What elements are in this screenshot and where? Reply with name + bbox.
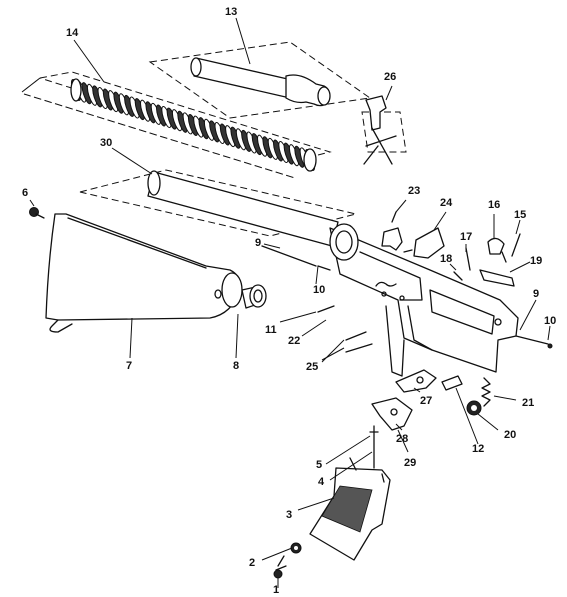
callout-23: 23 (408, 185, 420, 197)
callout-9b: 9 (533, 288, 539, 300)
callout-13: 13 (225, 6, 237, 18)
callout-9a: 9 (255, 237, 261, 249)
lever-19-part (479, 269, 515, 287)
callout-4: 4 (318, 476, 325, 488)
washer-part (290, 542, 302, 554)
callout-18: 18 (440, 253, 452, 265)
action-spring-part (21, 71, 332, 179)
callout-30: 30 (100, 137, 112, 149)
buffer-part (148, 41, 372, 119)
stock-screw-part (29, 207, 45, 219)
callout-5: 5 (316, 459, 322, 471)
callout-20: 20 (504, 429, 516, 441)
callout-6: 6 (22, 187, 28, 199)
callout-28: 28 (396, 433, 408, 445)
stock-part (45, 213, 243, 333)
lower-receiver-part (329, 223, 519, 377)
callout-29: 29 (404, 457, 416, 469)
callout-8: 8 (233, 360, 239, 372)
callout-24: 24 (440, 197, 453, 209)
pin-15-part (511, 233, 521, 257)
callout-25: 25 (306, 361, 318, 373)
callout-15: 15 (514, 209, 526, 221)
callout-labels: 1 2 3 4 5 6 7 8 9 9 10 10 11 12 13 14 15… (22, 6, 556, 596)
trigger-part (371, 397, 413, 431)
callout-11: 11 (265, 324, 277, 336)
callout-22: 22 (288, 335, 300, 347)
callout-19: 19 (530, 255, 542, 267)
grip-screw-part (273, 555, 287, 579)
extractor-part (361, 95, 407, 165)
hammer-part (395, 369, 437, 393)
detent-18-part (453, 271, 463, 281)
callout-26: 26 (384, 71, 396, 83)
callout-1: 1 (273, 584, 279, 596)
spring-4-5-part (369, 425, 379, 469)
spring-21-part (481, 377, 491, 407)
pin-12-part (441, 375, 463, 391)
callout-12: 12 (472, 443, 484, 455)
callout-3: 3 (286, 509, 292, 521)
spacer-part (241, 284, 267, 309)
pistol-grip-part (309, 457, 391, 561)
callout-10a: 10 (313, 284, 325, 296)
callout-14: 14 (66, 27, 79, 39)
nut-20-part (466, 400, 482, 416)
leader-lines (29, 17, 551, 588)
callout-2: 2 (249, 557, 255, 569)
callout-17: 17 (460, 231, 472, 243)
callout-21: 21 (522, 397, 534, 409)
callout-10b: 10 (544, 315, 556, 327)
magazine-catch-button-part (403, 227, 445, 259)
pins-part (261, 245, 553, 353)
spring-17-part (465, 247, 471, 271)
callout-27: 27 (420, 395, 432, 407)
callout-7: 7 (126, 360, 132, 372)
buffer-retainer-part (381, 211, 403, 251)
selector-part (487, 237, 507, 263)
callout-16: 16 (488, 199, 500, 211)
